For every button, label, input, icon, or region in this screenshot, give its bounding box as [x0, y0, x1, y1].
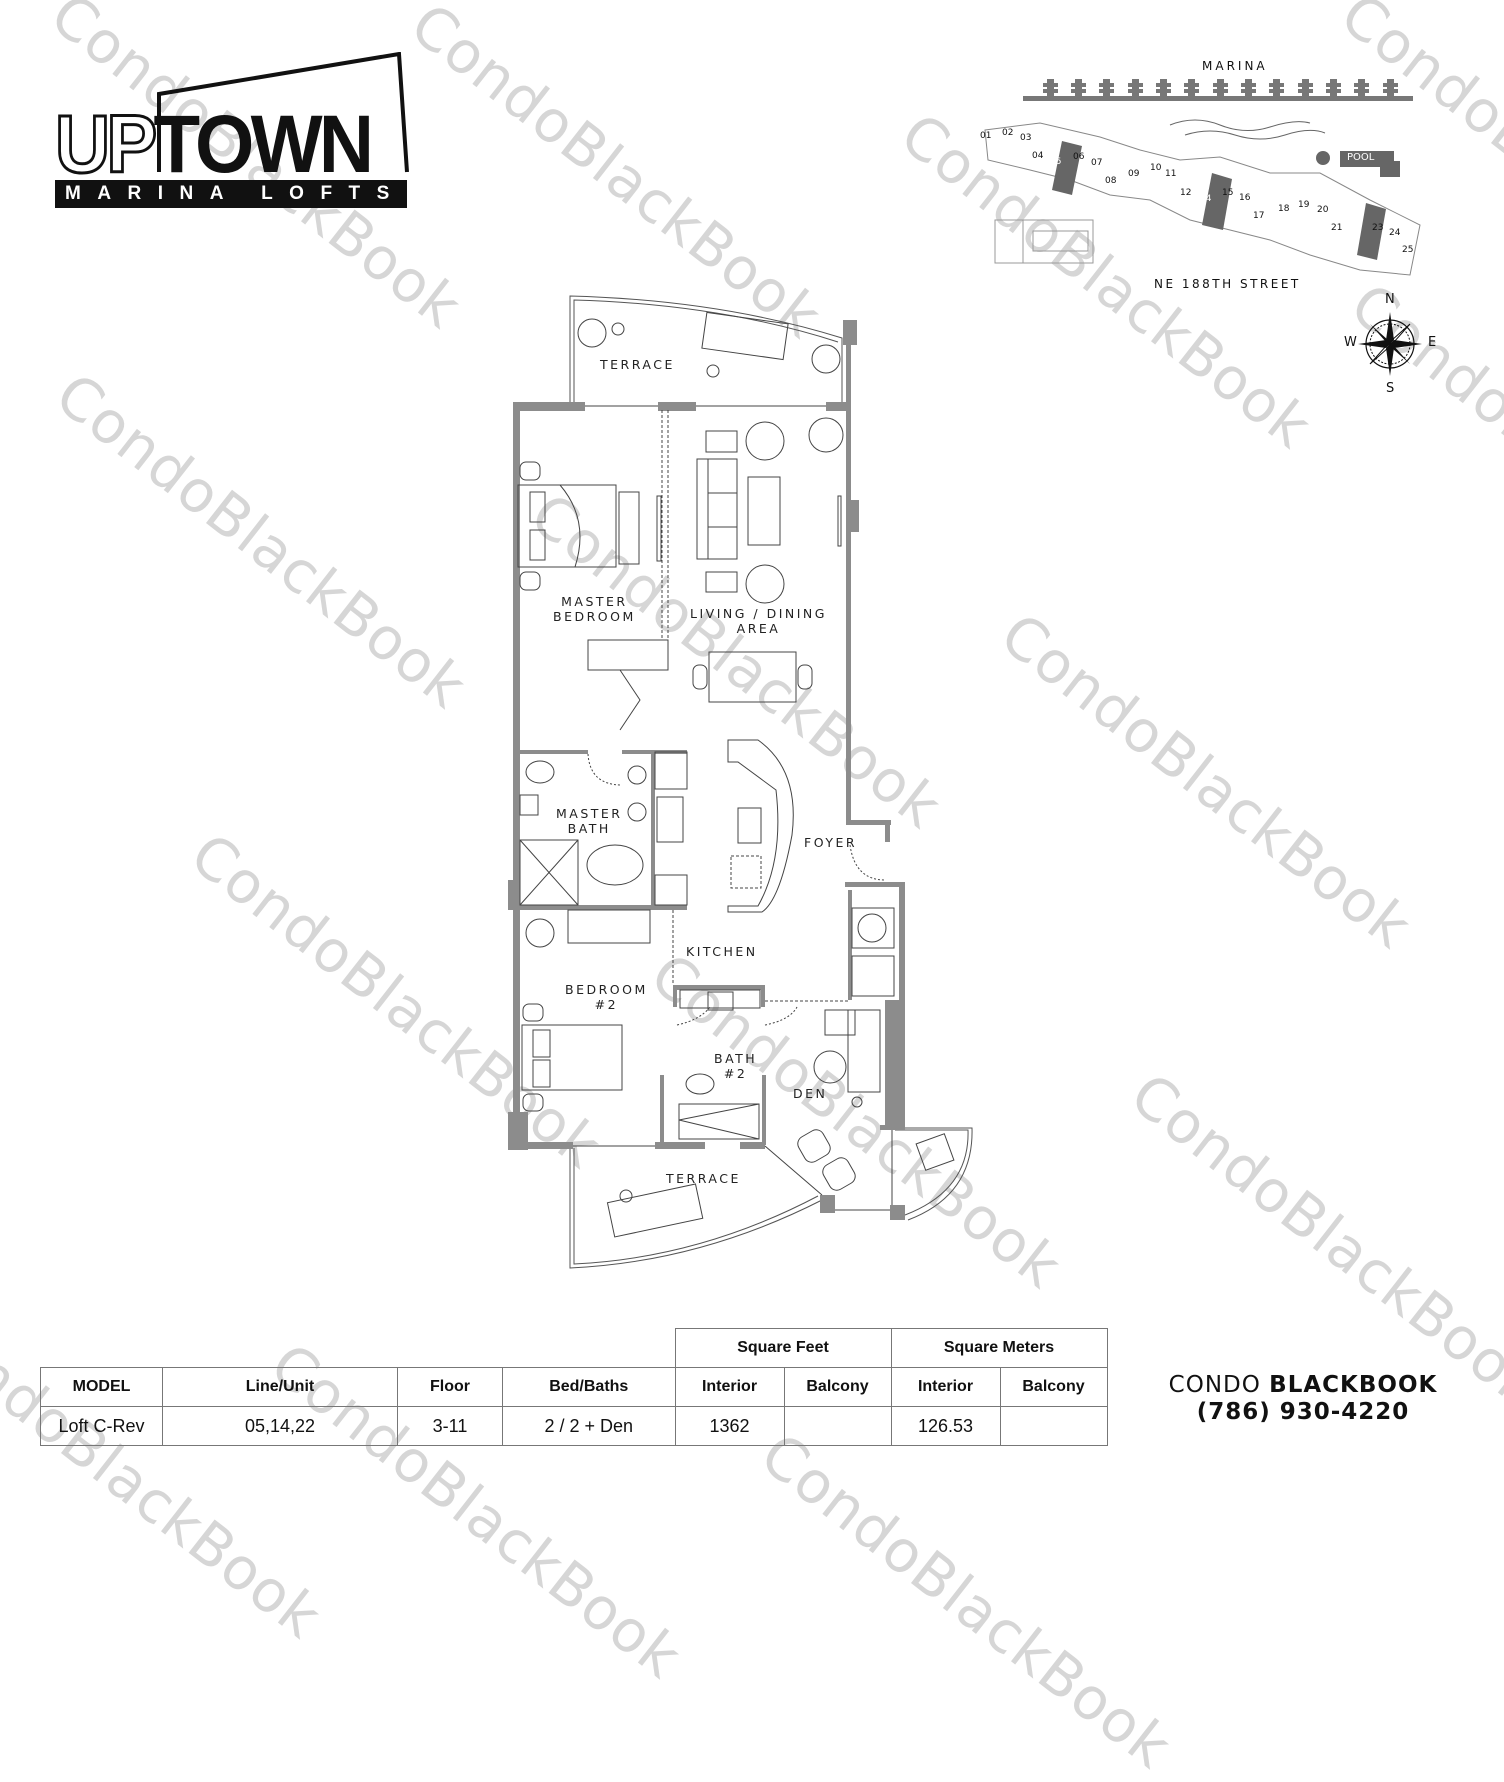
- col-sqm-balcony: Balcony: [999, 1367, 1108, 1407]
- room-label-kitchen: KITCHEN: [686, 944, 758, 959]
- marina-label: MARINA: [1202, 59, 1268, 73]
- col-sqft-balcony: Balcony: [783, 1367, 892, 1407]
- compass-e: E: [1428, 335, 1437, 350]
- brand-name-light: CONDO: [1168, 1372, 1261, 1398]
- room-label-master-bath: MASTER BATH: [556, 806, 623, 836]
- header-square-feet: Square Feet: [674, 1328, 892, 1368]
- unit-19[interactable]: 19: [1298, 200, 1310, 210]
- logo-word-up: UP: [54, 99, 159, 190]
- cell-sqm-balcony: [999, 1406, 1108, 1446]
- col-model: MODEL: [40, 1367, 163, 1407]
- floor-plan-drawing: [508, 295, 973, 1269]
- unit-24[interactable]: 24: [1389, 228, 1401, 238]
- unit-16[interactable]: 16: [1239, 193, 1251, 203]
- street-label: NE 188TH STREET: [1154, 277, 1301, 291]
- brand-phone[interactable]: (786) 930-4220: [1196, 1399, 1410, 1425]
- compass-n: N: [1385, 292, 1395, 307]
- unit-11[interactable]: 11: [1165, 169, 1177, 179]
- unit-14[interactable]: 14: [1200, 194, 1212, 204]
- logo-word-town: TOWN: [153, 99, 374, 190]
- cell-sqm-interior: 126.53: [890, 1406, 1001, 1446]
- compass-s: S: [1386, 381, 1395, 396]
- col-line-unit: Line/Unit: [162, 1367, 398, 1407]
- col-bed-baths: Bed/Baths: [502, 1367, 676, 1407]
- unit-17[interactable]: 17: [1253, 211, 1265, 221]
- compass-w: W: [1344, 335, 1357, 350]
- room-label-living-dining: LIVING / DINING AREA: [690, 606, 827, 636]
- cell-sqft-balcony: [783, 1406, 892, 1446]
- unit-21[interactable]: 21: [1331, 223, 1343, 233]
- room-label-terrace-top: TERRACE: [600, 357, 675, 372]
- cell-sqft-interior: 1362: [674, 1406, 785, 1446]
- unit-07[interactable]: 07: [1091, 158, 1103, 168]
- room-label-bath-2: BATH #2: [714, 1051, 758, 1081]
- unit-10[interactable]: 10: [1150, 163, 1162, 173]
- cell-floor: 3-11: [397, 1406, 503, 1446]
- brand-name-bold: BLACKBOOK: [1269, 1372, 1438, 1398]
- room-label-bedroom-2: BEDROOM #2: [565, 982, 648, 1012]
- cell-line-unit: 05,14,22: [162, 1406, 398, 1446]
- unit-spec-table: Square Feet Square Meters MODEL Line/Uni…: [40, 1328, 1108, 1446]
- site-plan-drawing: [984, 79, 1421, 276]
- room-label-terrace-bottom: TERRACE: [666, 1171, 741, 1186]
- watermark: CondoBlackBook: [748, 1420, 1185, 1782]
- unit-20[interactable]: 20: [1317, 205, 1329, 215]
- unit-09[interactable]: 09: [1128, 169, 1140, 179]
- unit-02[interactable]: 02: [1002, 128, 1014, 138]
- unit-01[interactable]: 01: [980, 131, 992, 141]
- cell-model: Loft C-Rev: [40, 1406, 163, 1446]
- unit-25[interactable]: 25: [1402, 245, 1414, 255]
- header-square-meters: Square Meters: [890, 1328, 1108, 1368]
- col-sqft-interior: Interior: [674, 1367, 785, 1407]
- col-floor: Floor: [397, 1367, 503, 1407]
- cell-bed-baths: 2 / 2 + Den: [502, 1406, 676, 1446]
- logo-frame-icon: [55, 52, 409, 208]
- col-sqm-interior: Interior: [890, 1367, 1001, 1407]
- logo-subtitle: MARINA LOFTS: [65, 183, 406, 204]
- unit-04[interactable]: 04: [1032, 151, 1044, 161]
- unit-23[interactable]: 23: [1372, 223, 1384, 233]
- table-row: Loft C-Rev 05,14,22 3-11 2 / 2 + Den 136…: [40, 1406, 1108, 1446]
- uptown-logo: UPTOWN MARINA LOFTS: [54, 52, 410, 212]
- room-label-den: DEN: [793, 1086, 828, 1101]
- unit-12[interactable]: 12: [1180, 188, 1192, 198]
- room-label-foyer: FOYER: [804, 835, 858, 850]
- site-plan: MARINA: [980, 55, 1440, 300]
- unit-22[interactable]: 22: [1349, 229, 1361, 239]
- floor-plan: TERRACE MASTER BEDROOM LIVING / DINING A…: [508, 295, 973, 1269]
- room-label-master-bedroom: MASTER BEDROOM: [553, 594, 636, 624]
- unit-06[interactable]: 06: [1073, 152, 1085, 162]
- unit-18[interactable]: 18: [1278, 204, 1290, 214]
- compass-rose-icon: [1358, 312, 1422, 376]
- compass: N S W E: [1340, 292, 1440, 397]
- unit-03[interactable]: 03: [1020, 133, 1032, 143]
- pool-label: POOL: [1347, 152, 1375, 163]
- unit-05[interactable]: 05: [1050, 157, 1062, 167]
- unit-15[interactable]: 15: [1222, 188, 1234, 198]
- condo-blackbook-brand: CONDO BLACKBOOK (786) 930-4220: [1138, 1372, 1468, 1426]
- unit-08[interactable]: 08: [1105, 176, 1117, 186]
